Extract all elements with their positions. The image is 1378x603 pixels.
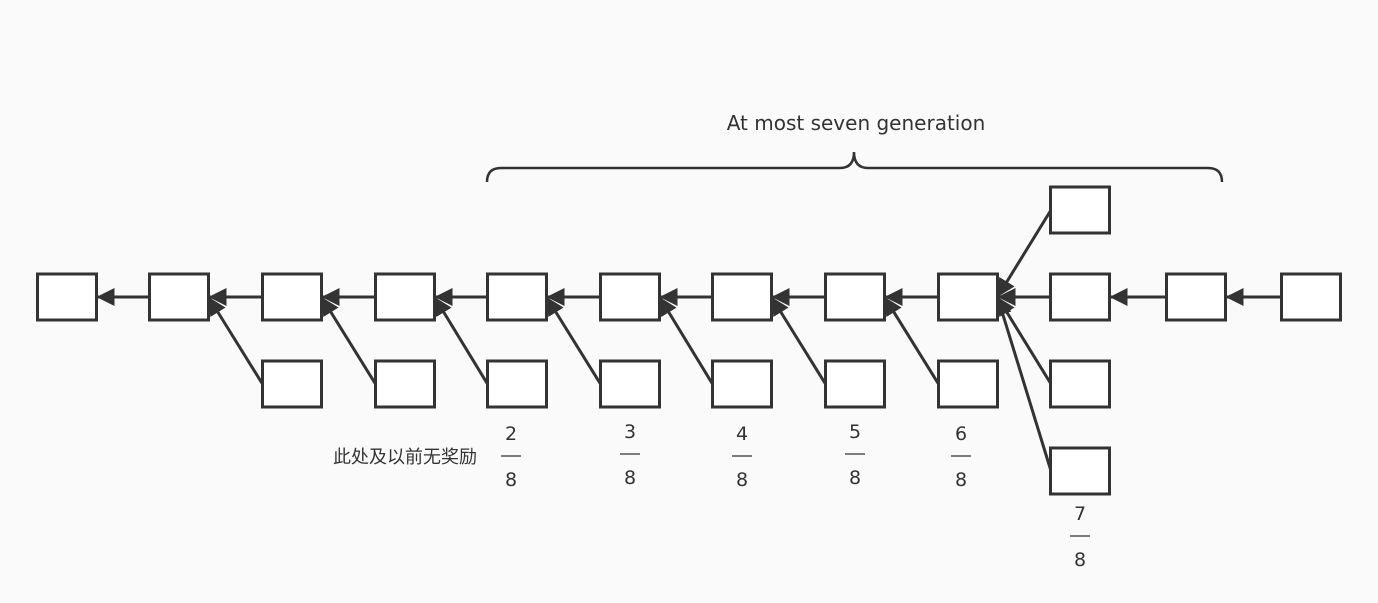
fraction-denominator-6: 8 (1074, 549, 1086, 571)
main-block-11 (1165, 272, 1227, 322)
no-reward-note: 此处及以前无奖励 (333, 447, 477, 468)
brace-title: At most seven generation (727, 111, 986, 135)
uncle-arrow-2 (320, 296, 377, 385)
main-block-2 (148, 272, 210, 322)
uncle-arrow-7 (883, 296, 940, 385)
generation-brace (485, 151, 1224, 183)
uncle-block-1 (261, 359, 323, 409)
fraction-numerator-3: 4 (736, 423, 748, 445)
fraction-denominator-4: 8 (849, 467, 861, 489)
uncle-block-2 (374, 359, 436, 409)
uncle-arrow-4 (545, 296, 602, 385)
main-block-12 (1280, 272, 1342, 322)
converge-arrow-bottom (994, 296, 1053, 472)
fraction-numerator-1: 2 (505, 423, 517, 445)
uncle-block-3 (486, 359, 548, 409)
fraction-denominator-5: 8 (955, 469, 967, 491)
block-layer (36, 185, 1342, 496)
fraction-numerator-6: 7 (1074, 503, 1086, 525)
fraction-numerator-4: 5 (849, 421, 861, 443)
main-block-9 (937, 272, 999, 322)
main-block-8 (824, 272, 886, 322)
uncle-arrow-5 (658, 296, 714, 385)
main-block-5 (486, 272, 548, 322)
uncle-arrow-1 (207, 296, 264, 385)
main-block-1 (36, 272, 98, 322)
fraction-denominator-2: 8 (624, 467, 636, 489)
main-block-3 (261, 272, 323, 322)
uncle-block-6 (824, 359, 886, 409)
fraction-denominator-1: 8 (505, 469, 517, 491)
fraction-numerator-2: 3 (624, 421, 636, 443)
fraction-denominator-3: 8 (736, 469, 748, 491)
main-block-4 (374, 272, 436, 322)
uncle-block-5 (711, 359, 773, 409)
arrow-layer (96, 209, 1282, 472)
uncle-block-4 (599, 359, 661, 409)
reward-fraction-layer: 2 8 3 8 4 8 5 8 6 8 7 8 (501, 421, 1090, 571)
converge-arrow-top (996, 209, 1053, 298)
main-block-6 (599, 272, 661, 322)
fraction-numerator-5: 6 (955, 423, 967, 445)
converge-arrow-mid (996, 296, 1053, 385)
main-block-7 (711, 272, 773, 322)
uncle-block-7 (937, 359, 999, 409)
uncle-arrow-6 (770, 296, 827, 385)
uncle-arrow-3 (433, 296, 489, 385)
extra-block-top (1049, 185, 1111, 235)
uncle-block-8 (1049, 359, 1111, 409)
main-block-10 (1049, 272, 1111, 322)
extra-block-bottom (1049, 446, 1111, 496)
